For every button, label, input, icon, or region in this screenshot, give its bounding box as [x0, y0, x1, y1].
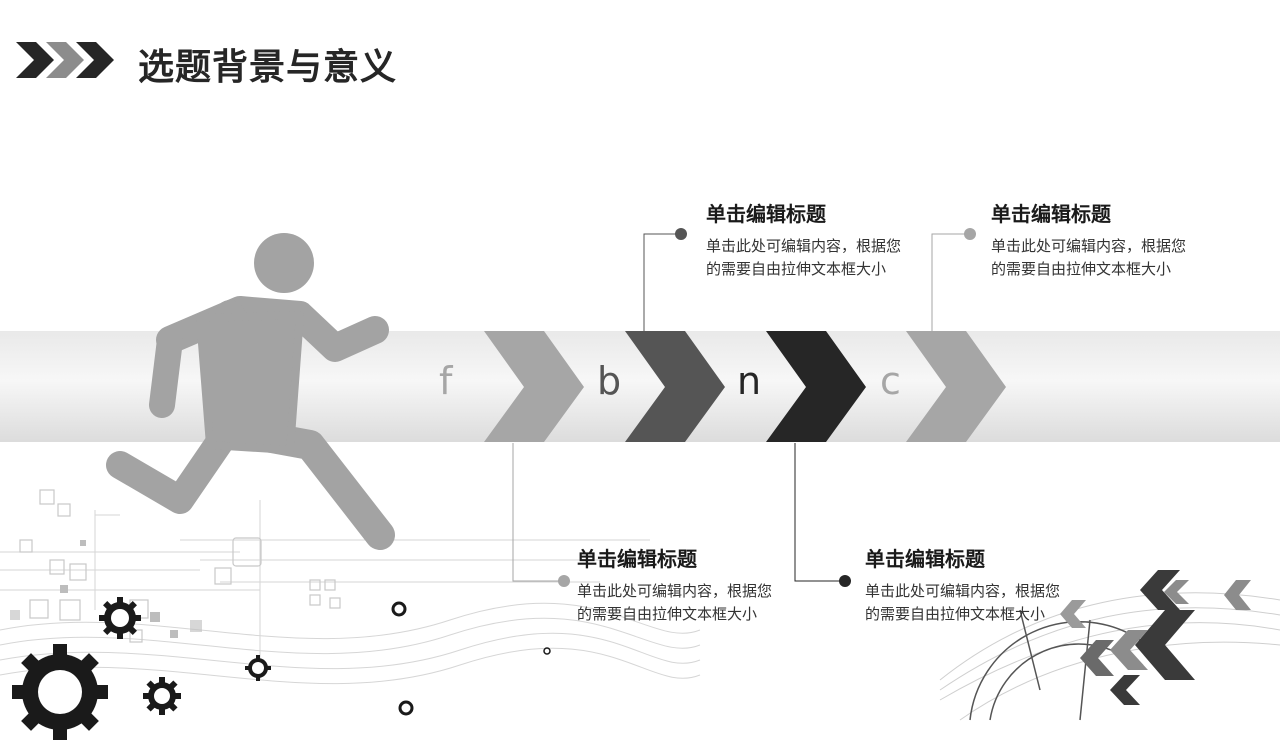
callout-bottom-1: 单击编辑标题 单击此处可编辑内容，根据您 的需要自由拉伸文本框大小 [577, 543, 807, 626]
chevron-2 [625, 331, 725, 442]
callout-connectors [512, 228, 976, 587]
gear-icon [12, 644, 108, 740]
callout-heading[interactable]: 单击编辑标题 [865, 547, 985, 571]
tech-background-decoration [0, 489, 701, 685]
running-person-icon [106, 233, 395, 550]
slide-title: 选题背景与意义 [138, 47, 398, 88]
gear-icon [143, 677, 181, 715]
callout-body-line: 的需要自由拉伸文本框大小 [865, 605, 1046, 623]
callout-body-line: 单击此处可编辑内容，根据您 [577, 582, 773, 600]
callout-body-line: 单击此处可编辑内容，根据您 [991, 237, 1187, 255]
callout-body[interactable]: 单击此处可编辑内容，根据您 的需要自由拉伸文本框大小 [706, 235, 936, 281]
callout-heading[interactable]: 单击编辑标题 [991, 202, 1111, 226]
chevron-letter-n: n [737, 359, 762, 403]
chevron-letter-f: f [439, 359, 453, 403]
ring-icon [543, 647, 551, 655]
callout-body-line: 的需要自由拉伸文本框大小 [706, 260, 887, 278]
callout-body[interactable]: 单击此处可编辑内容，根据您 的需要自由拉伸文本框大小 [991, 235, 1221, 281]
callout-heading[interactable]: 单击编辑标题 [577, 547, 697, 571]
callout-body-line: 单击此处可编辑内容，根据您 [865, 582, 1061, 600]
chevron-cluster-decoration [939, 570, 1280, 721]
callout-top-2: 单击编辑标题 单击此处可编辑内容，根据您 的需要自由拉伸文本框大小 [991, 198, 1221, 281]
callout-bottom-2: 单击编辑标题 单击此处可编辑内容，根据您 的需要自由拉伸文本框大小 [865, 543, 1095, 626]
chevron-arrows [484, 331, 1006, 442]
title-chevron-icon [16, 42, 114, 78]
gear-icon [245, 655, 271, 681]
chevron-letter-b: b [597, 359, 622, 403]
callout-body-line: 单击此处可编辑内容，根据您 [706, 237, 902, 255]
gear-icon [99, 597, 141, 639]
callout-body-line: 的需要自由拉伸文本框大小 [577, 605, 758, 623]
chevron-1 [484, 331, 584, 442]
callout-top-1: 单击编辑标题 单击此处可编辑内容，根据您 的需要自由拉伸文本框大小 [706, 198, 936, 281]
callout-heading[interactable]: 单击编辑标题 [706, 202, 826, 226]
gear-icon [391, 601, 407, 617]
chevron-3 [766, 331, 866, 442]
connector-dot [675, 228, 687, 240]
callout-body-line: 的需要自由拉伸文本框大小 [991, 260, 1172, 278]
connector-dot [964, 228, 976, 240]
gear-icon [398, 700, 414, 716]
chevron-letter-c: c [880, 359, 901, 403]
connector-dot [558, 575, 570, 587]
callout-body[interactable]: 单击此处可编辑内容，根据您 的需要自由拉伸文本框大小 [865, 580, 1095, 626]
callout-body[interactable]: 单击此处可编辑内容，根据您 的需要自由拉伸文本框大小 [577, 580, 807, 626]
chevron-4 [906, 331, 1006, 442]
connector-dot [839, 575, 851, 587]
